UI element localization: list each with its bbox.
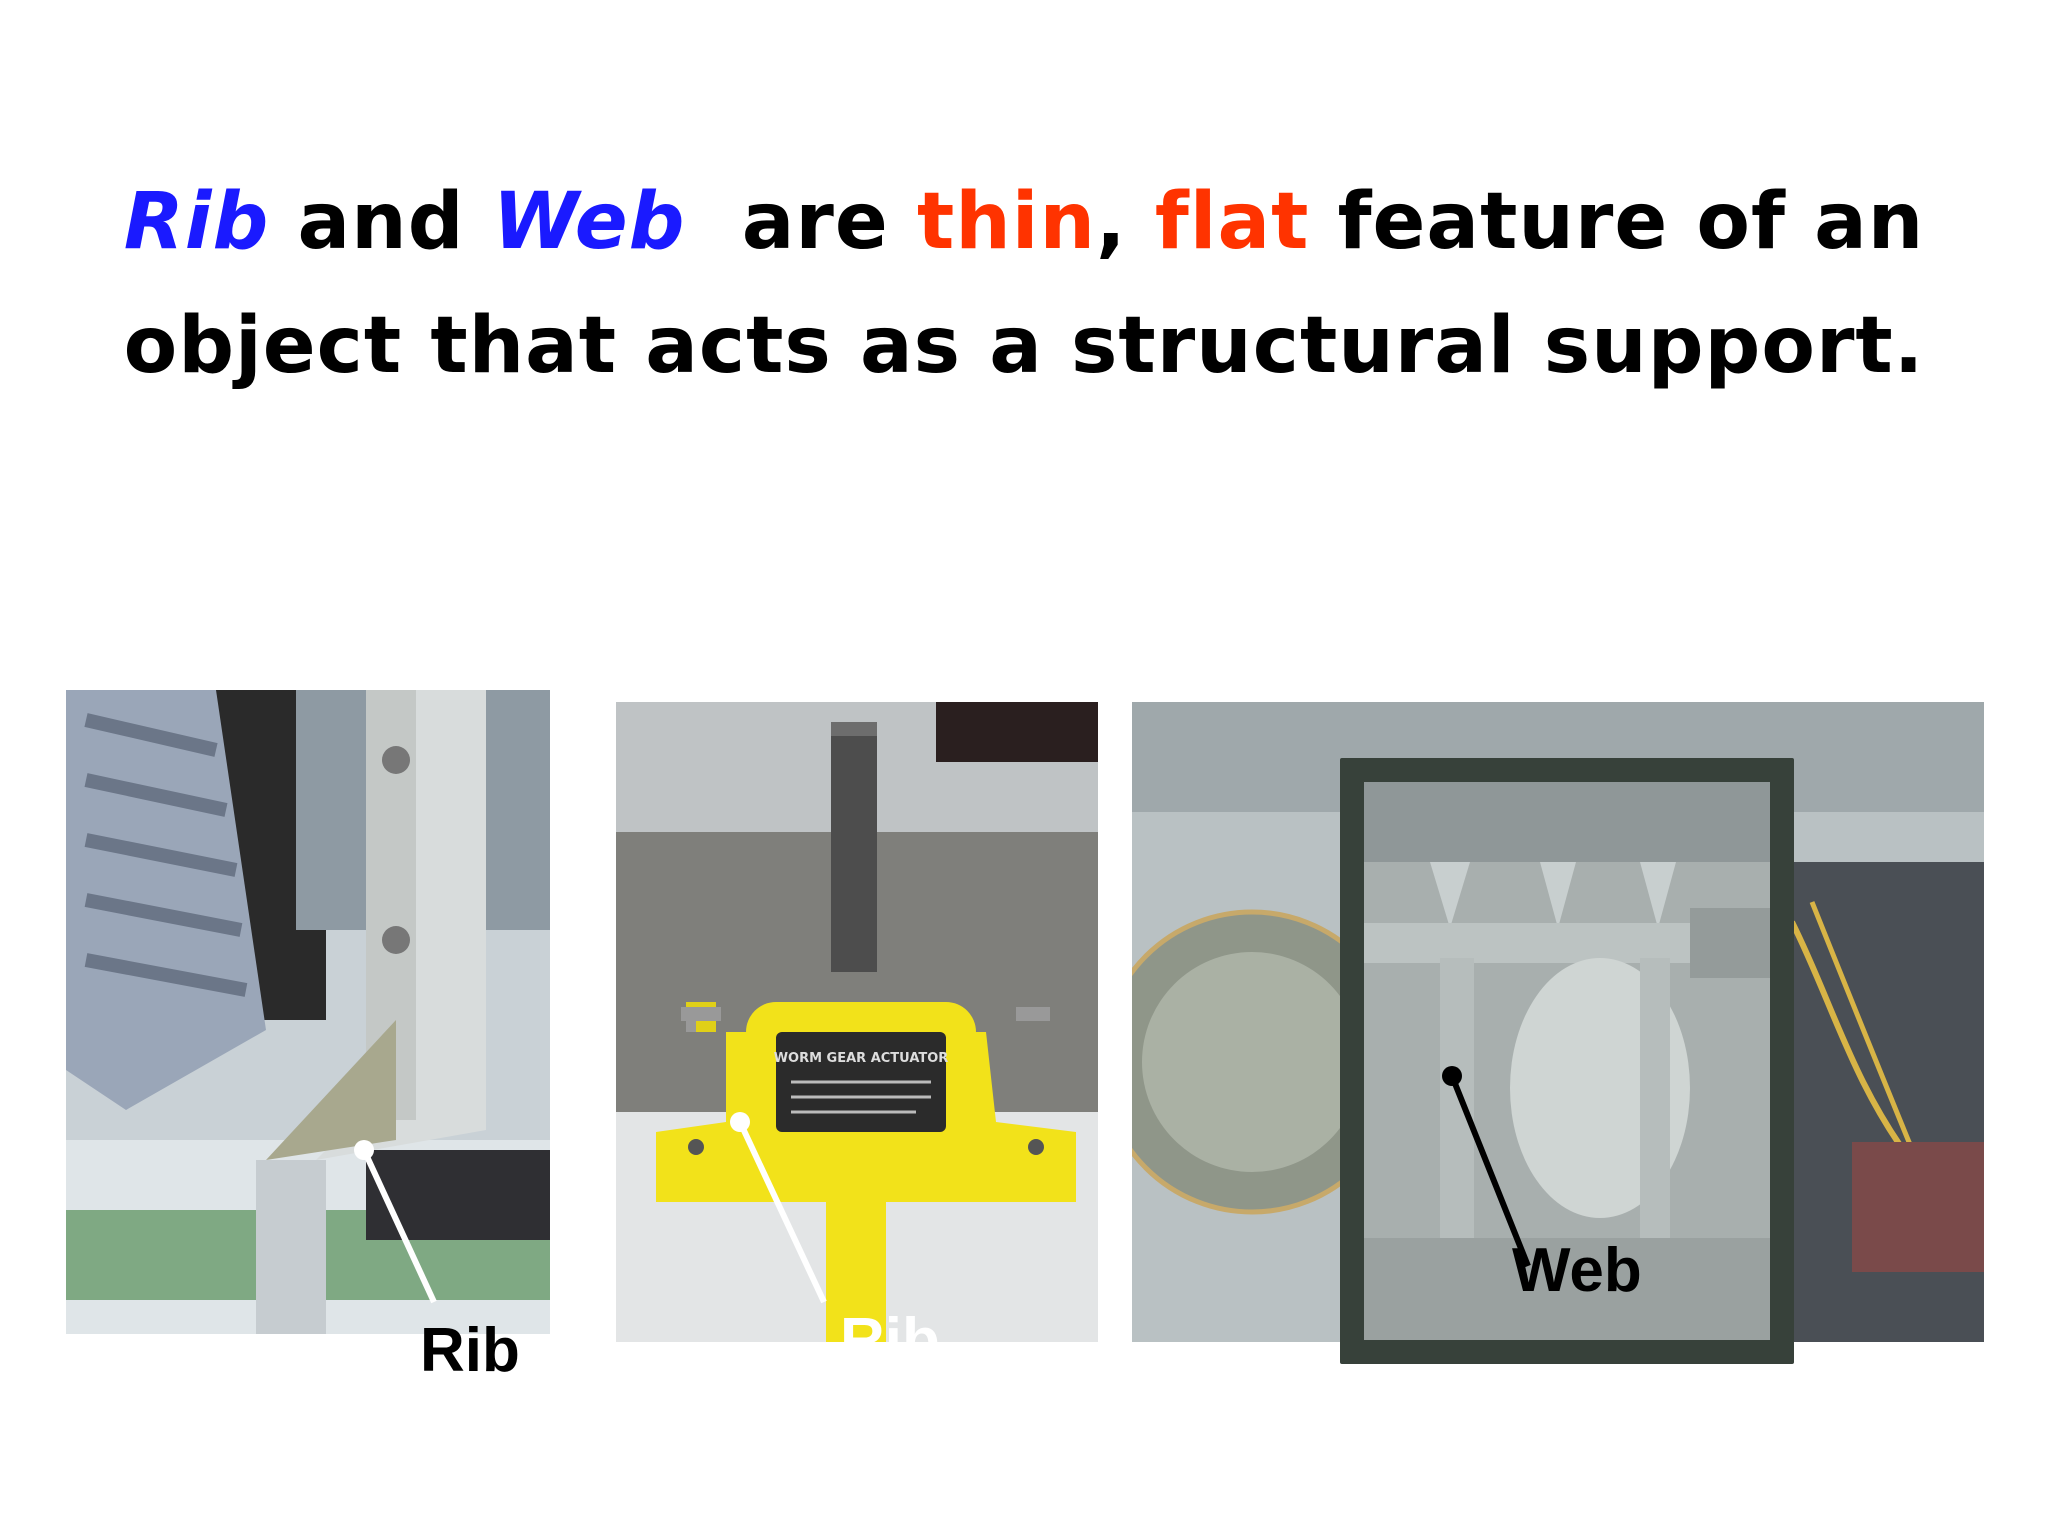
callout-label-rib-middle: Rib <box>840 1310 940 1344</box>
keyword-web: Web <box>492 177 686 267</box>
inset-web-closeup <box>1340 758 1794 1364</box>
heading-text: , <box>1096 177 1155 267</box>
callout-label-web: Web <box>1512 1236 1642 1305</box>
callout-label-rib-left: Rib <box>420 1316 520 1385</box>
heading-text: and <box>269 177 493 267</box>
keyword-rib: Rib <box>123 177 270 267</box>
keyword-thin: thin <box>916 177 1097 267</box>
keyword-flat: flat <box>1154 177 1310 267</box>
nameplate-text: WORM GEAR ACTUATOR <box>774 1051 949 1066</box>
heading-text: are <box>685 177 917 267</box>
heading-text: feature of an <box>1309 177 1925 267</box>
photo-bracket-rib <box>66 690 550 1334</box>
slide-heading: Rib and Web are thin, flat feature of an… <box>0 160 2048 408</box>
photo-worm-gear-actuator: WORM GEAR ACTUATOR <box>616 702 1098 1342</box>
heading-line-1: Rib and Web are thin, flat feature of an <box>0 160 2048 284</box>
heading-line-2: object that acts as a structural support… <box>123 301 1925 391</box>
